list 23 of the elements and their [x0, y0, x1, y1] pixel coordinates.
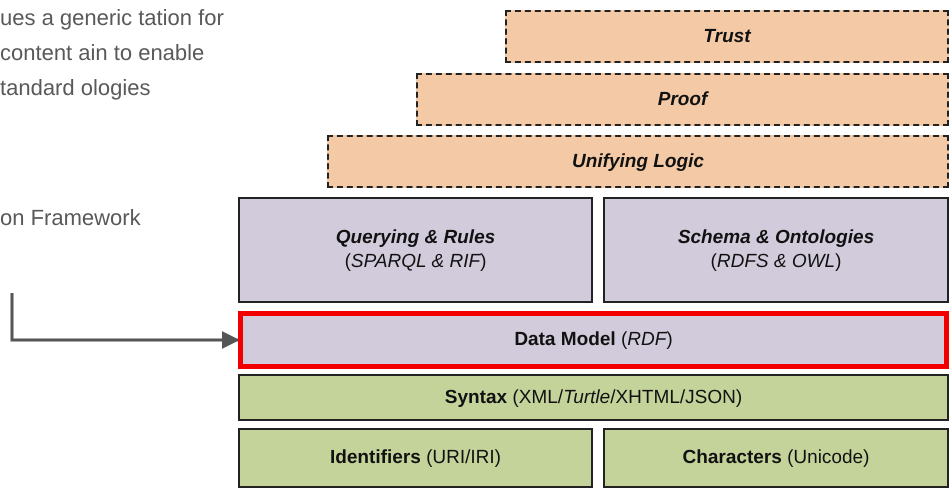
- layer-title: Querying & Rules: [336, 226, 496, 250]
- layer-subtitle: (SPARQL & RIF): [344, 250, 486, 274]
- arrow: [10, 293, 240, 349]
- layer-box: [603, 428, 949, 488]
- layer-box: [238, 428, 593, 488]
- layer-box: [238, 311, 949, 369]
- layer-title: Trust: [703, 24, 751, 48]
- layer-box: [327, 135, 949, 188]
- layer-subtitle: (RDFS & OWL): [710, 250, 842, 274]
- note-text: ues a generic tation for content ain to enable tandard ologies: [0, 4, 225, 102]
- layer-box: [505, 10, 949, 63]
- note-text: on Framework: [0, 204, 142, 232]
- layer-box: [416, 73, 949, 126]
- layer-box: [238, 197, 593, 303]
- layer-title: Data Model (RDF): [514, 328, 673, 352]
- layer-title: Schema & Ontologies: [678, 226, 874, 250]
- layer-title: Syntax (XML/Turtle/XHTML/JSON): [444, 386, 742, 410]
- layer-box: [603, 197, 949, 303]
- layer-title: Unifying Logic: [572, 150, 704, 174]
- layer-title: Proof: [658, 88, 708, 112]
- layer-box: [238, 374, 949, 421]
- layer-title: Characters (Unicode): [682, 446, 870, 470]
- layer-title: Identifiers (URI/IRI): [330, 446, 502, 470]
